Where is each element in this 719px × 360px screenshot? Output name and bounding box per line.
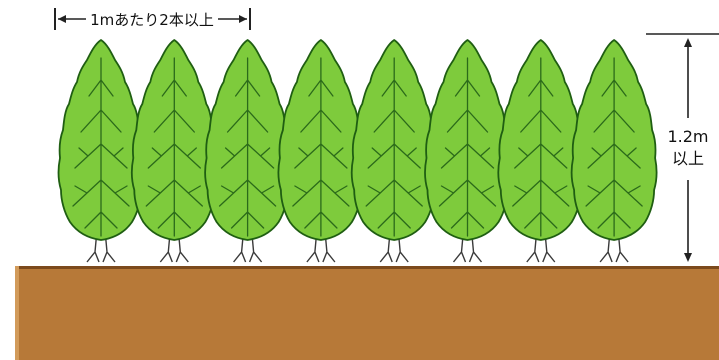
hedge-tree xyxy=(498,40,583,262)
height-value-label: 1.2m xyxy=(667,127,708,146)
spacing-dimension: 1mあたり2本以上 xyxy=(55,8,250,30)
hedge-tree xyxy=(59,40,144,262)
height-dimension: 1.2m 以上 xyxy=(646,34,719,262)
hedge-tree xyxy=(572,40,657,262)
spacing-label: 1mあたり2本以上 xyxy=(90,11,214,29)
ground-soil xyxy=(15,266,719,360)
hedge-tree xyxy=(132,40,217,262)
hedge-tree xyxy=(352,40,437,262)
hedge-tree xyxy=(205,40,290,262)
hedge-row xyxy=(59,40,657,262)
height-qualifier-label: 以上 xyxy=(672,149,704,168)
hedge-tree xyxy=(279,40,364,262)
hedge-tree xyxy=(425,40,510,262)
